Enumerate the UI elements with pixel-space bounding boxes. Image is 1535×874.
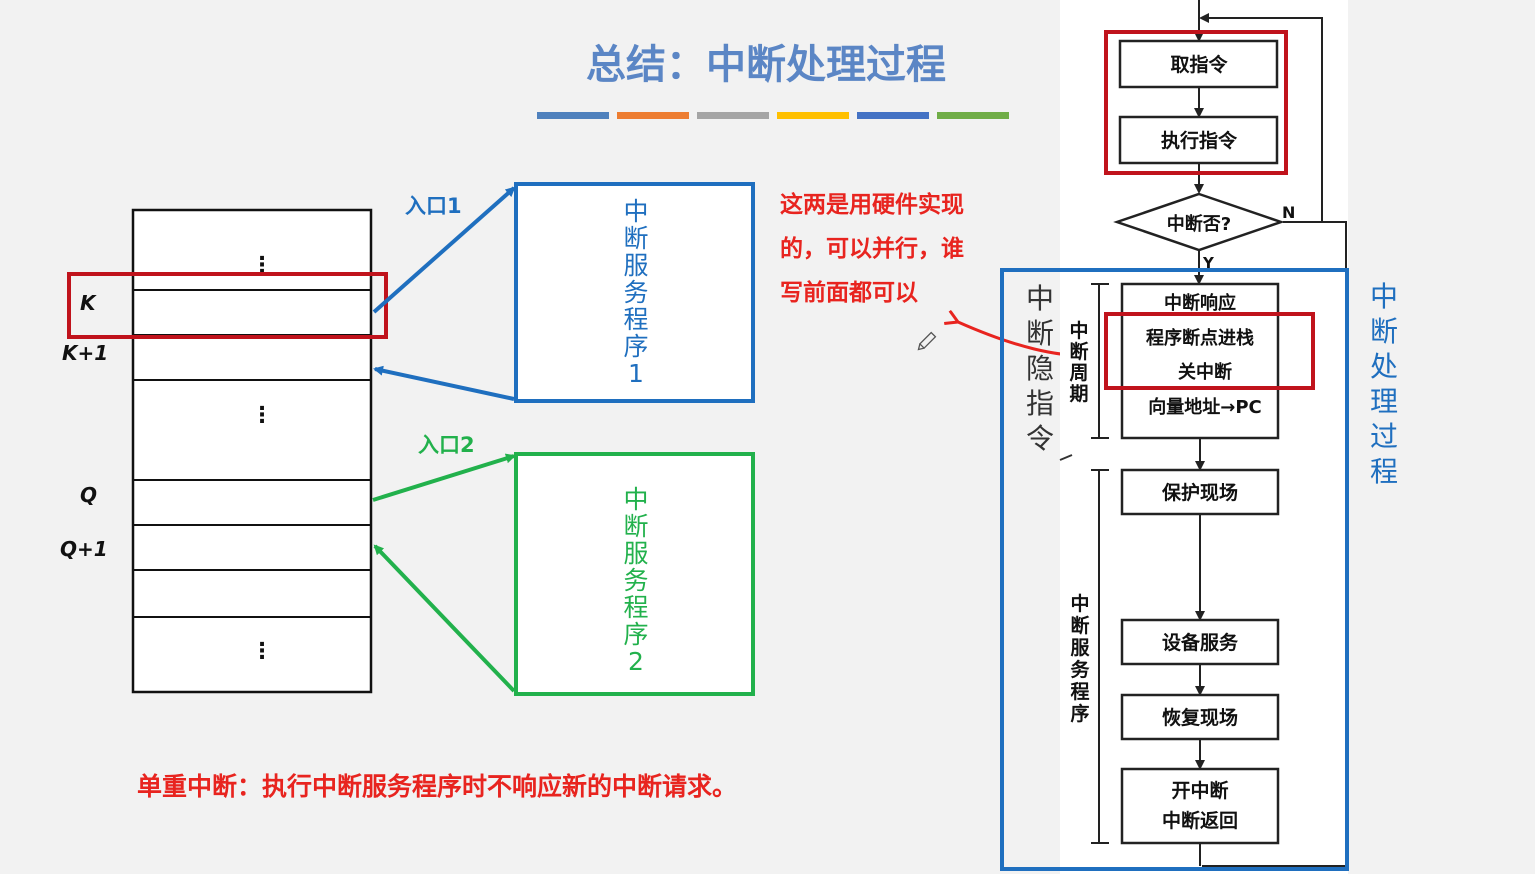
vertical-char: 中 xyxy=(623,197,648,226)
vertical-char: 务 xyxy=(623,566,648,595)
flowchart: 取指令 执行指令 中断否? N Y 中断响应 程序断点进栈 关中断 向量地址→P… xyxy=(1069,0,1347,867)
decision-yes-label: Y xyxy=(1202,254,1215,272)
fetch-instruction-box xyxy=(1118,39,1279,89)
intr-line-2: 程序断点进栈 xyxy=(1146,327,1254,349)
intr-line-3: 关中断 xyxy=(1178,361,1232,383)
memory-dots-3: ⋮ xyxy=(251,639,273,664)
entry1-arrow xyxy=(372,186,516,314)
vertical-char: 处 xyxy=(1370,350,1398,383)
vertical-char: 断 xyxy=(623,224,648,253)
breakpoint-highlight xyxy=(1104,312,1315,390)
single-interrupt-note: 单重中断：执行中断服务程序时不响应新的中断请求。 xyxy=(137,772,737,801)
intr-line-4: 向量地址→PC xyxy=(1148,396,1261,418)
decision-no-label: N xyxy=(1282,203,1295,222)
vertical-char: 服 xyxy=(1070,637,1090,659)
vertical-char: 中 xyxy=(1026,282,1054,315)
vertical-char: 中 xyxy=(1370,280,1398,313)
vertical-char: 令 xyxy=(1026,422,1054,455)
isr1-box xyxy=(514,182,755,403)
interrupt-process-label: 中断处理过程 xyxy=(1370,280,1398,488)
vertical-char: 务 xyxy=(1070,658,1090,681)
vertical-char: 中 xyxy=(623,485,648,514)
vertical-char: 服 xyxy=(623,539,648,568)
vertical-char: 程 xyxy=(1070,681,1089,703)
device-service-label: 设备服务 xyxy=(1162,631,1239,654)
color-bar-segment xyxy=(697,112,769,119)
vertical-char: 序 xyxy=(623,620,648,649)
vertical-char: 中 xyxy=(1070,592,1089,615)
restore-context-box xyxy=(1120,693,1280,741)
vertical-char: 2 xyxy=(628,647,644,676)
vertical-char: 序 xyxy=(623,332,648,361)
vertical-char: 1 xyxy=(628,359,644,388)
interrupt-cycle-bracket xyxy=(1091,283,1109,439)
vertical-char: 断 xyxy=(623,512,648,541)
color-bar-segment xyxy=(617,112,689,119)
vertical-char: 程 xyxy=(1370,455,1398,488)
save-context-label: 保护现场 xyxy=(1161,481,1238,504)
vertical-char: 程 xyxy=(623,305,648,334)
vertical-char: 序 xyxy=(1070,702,1089,725)
enable-return-box xyxy=(1120,767,1280,845)
entry2-arrow xyxy=(372,453,516,502)
color-bar-segment xyxy=(937,112,1009,119)
memory-dots-2: ⋮ xyxy=(251,403,273,428)
annotation-line-1: 这两是用硬件实现 xyxy=(780,191,964,218)
vertical-char: 期 xyxy=(1069,383,1088,405)
final-line-2: 中断返回 xyxy=(1162,809,1238,832)
vertical-char: 过 xyxy=(1370,420,1398,453)
isr-bracket-label: 中断服务程序 xyxy=(1070,592,1090,725)
color-bar-segment xyxy=(777,112,849,119)
label-q-plus-1: Q+1 xyxy=(60,537,108,561)
label-k-plus-1: K+1 xyxy=(62,341,108,365)
label-q: Q xyxy=(80,483,97,507)
vertical-char: 务 xyxy=(623,278,648,307)
pen-cursor-icon xyxy=(917,331,937,351)
vertical-char: 服 xyxy=(623,251,648,280)
hardware-steps-highlight xyxy=(1104,30,1288,175)
color-bar-segment xyxy=(857,112,929,119)
entry1-label: 入口1 xyxy=(405,194,462,218)
memory-dots-1: ⋮ xyxy=(251,253,273,278)
highlight-k-row xyxy=(67,272,388,339)
isr-bracket xyxy=(1091,469,1109,844)
intr-line-1: 中断响应 xyxy=(1164,292,1236,314)
restore-context-label: 恢复现场 xyxy=(1162,706,1238,729)
hardware-annotation: 这两是用硬件实现 的，可以并行，谁 写前面都可以 xyxy=(780,191,964,306)
vertical-char: 中 xyxy=(1069,319,1088,342)
interrupt-process-outline xyxy=(1000,268,1349,871)
device-service-box xyxy=(1120,618,1280,666)
vertical-char: 隐 xyxy=(1026,352,1054,385)
final-line-1: 开中断 xyxy=(1171,779,1228,802)
entry2-label: 入口2 xyxy=(418,433,475,457)
vertical-char: 断 xyxy=(1069,340,1088,363)
vertical-char: 指 xyxy=(1026,387,1054,420)
label-k: K xyxy=(80,291,97,315)
isr2-box xyxy=(514,452,755,696)
vertical-char: 理 xyxy=(1370,385,1398,418)
return2-arrow xyxy=(373,544,516,693)
vertical-char: 断 xyxy=(1026,317,1054,350)
vertical-char: 周 xyxy=(1069,362,1088,384)
vertical-char: 断 xyxy=(1070,614,1089,637)
interrupt-response-box xyxy=(1120,282,1280,440)
fetch-instruction-label: 取指令 xyxy=(1170,53,1228,76)
execute-instruction-label: 执行指令 xyxy=(1161,129,1238,152)
return1-arrow xyxy=(373,365,515,401)
title-color-bar xyxy=(537,112,1009,119)
memory-table: ⋮ ⋮ ⋮ xyxy=(131,208,373,694)
vertical-char: 断 xyxy=(1370,315,1398,348)
annotation-line-3: 写前面都可以 xyxy=(780,279,918,306)
vertical-char: 程 xyxy=(623,593,648,622)
interrupt-decision-label: 中断否? xyxy=(1167,213,1231,235)
annotation-line-2: 的，可以并行，谁 xyxy=(780,235,964,262)
page-title: 总结：中断处理过程 xyxy=(586,42,946,88)
color-bar-segment xyxy=(537,112,609,119)
